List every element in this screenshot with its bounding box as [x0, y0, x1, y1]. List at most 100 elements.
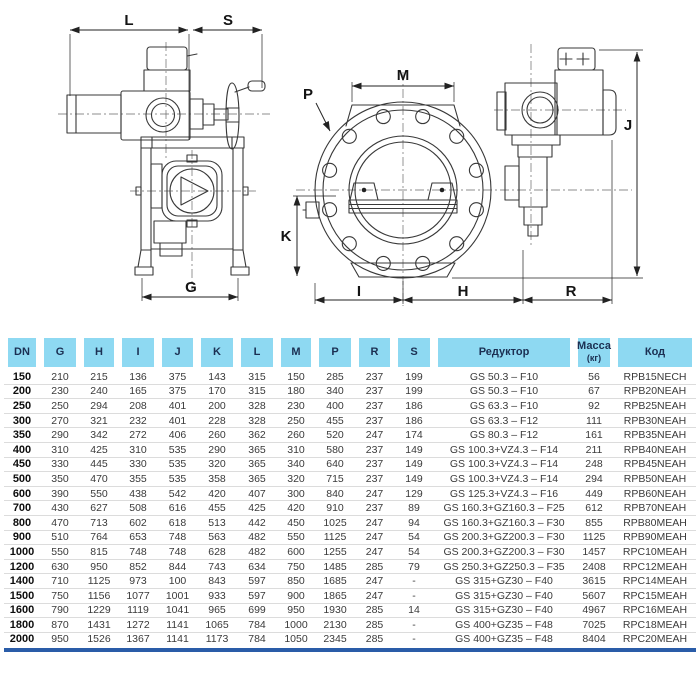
cell-i: 272 [118, 427, 158, 443]
cell-l: 365 [237, 471, 277, 487]
cell-s: 79 [394, 559, 434, 575]
cell-s: 174 [394, 427, 434, 443]
cell-k: 290 [197, 442, 237, 458]
cell-mass: 67 [574, 384, 614, 400]
cell-reducer: GS 200.3+GZ200.3 – F30 [434, 544, 574, 560]
cell-mass: 211 [574, 442, 614, 458]
cell-l: 365 [237, 457, 277, 473]
cell-g: 750 [40, 588, 80, 604]
cell-code: RPB60NEAH [614, 486, 696, 502]
cell-h: 713 [80, 515, 118, 531]
cell-k: 965 [197, 603, 237, 619]
cell-h: 627 [80, 500, 118, 516]
cell-reducer: GS 100.3+VZ4.3 – F14 [434, 442, 574, 458]
cell-g: 330 [40, 457, 80, 473]
cell-i: 602 [118, 515, 158, 531]
cell-l: 784 [248, 633, 266, 646]
cell-s: 129 [394, 486, 434, 502]
cell-i: 232 [118, 413, 158, 429]
cell-reducer: GS 63.3 – F10 [434, 398, 574, 414]
cell-r: 247 [355, 588, 394, 604]
cell-reducer: GS 100.3+VZ4.3 – F14 [434, 457, 574, 473]
cell-m: 250 [277, 413, 315, 429]
cell-reducer: GS 315+GZ30 – F40 [434, 603, 574, 619]
dim-label-s: S [223, 12, 233, 29]
cell-mass: 1125 [574, 530, 614, 546]
cell-g: 310 [40, 442, 80, 458]
col-header-mass: Масса(кг) [574, 338, 614, 367]
cell-code: RPC15MEAH [614, 588, 696, 604]
dim-label-k: K [281, 228, 292, 245]
cell-g: 250 [40, 398, 80, 414]
cell-j: 401 [158, 398, 197, 414]
cell-reducer: GS 50.3 – F10 [434, 384, 574, 400]
cell-l: 699 [237, 603, 277, 619]
cell-mass: 7025 [574, 617, 614, 633]
cell-mass: 92 [574, 398, 614, 414]
cell-l: 482 [237, 530, 277, 546]
cell-r: 247 [355, 486, 394, 502]
cell-mass: 111 [574, 413, 614, 429]
cell-l: 597 [237, 573, 277, 589]
cell-dn: 1200 [4, 559, 40, 575]
cell-mass: 248 [574, 457, 614, 473]
cell-s: - [394, 573, 434, 589]
cell-s: 54 [394, 544, 434, 560]
cell-i: 852 [118, 559, 158, 575]
cell-s: - [394, 617, 434, 633]
cell-m: 150 [277, 367, 315, 385]
cell-i: 355 [118, 471, 158, 487]
dim-label-l: L [124, 12, 133, 29]
cell-s: 149 [394, 471, 434, 487]
cell-s: - [394, 588, 434, 604]
cell-i: 973 [118, 573, 158, 589]
cell-reducer: GS 250.3+GZ250.3 – F35 [434, 559, 574, 575]
cell-p: 910 [315, 500, 355, 516]
cell-dn: 1800 [4, 617, 40, 633]
cell-mass: 56 [574, 367, 614, 385]
dim-label-j: J [624, 117, 632, 134]
cell-k: 843 [197, 573, 237, 589]
cell-m: 950 [277, 603, 315, 619]
cell-r: 285 [355, 603, 394, 619]
col-header-m: M [277, 338, 315, 367]
cell-i: 1119 [118, 603, 158, 619]
cell-g: 790 [40, 603, 80, 619]
cell-s: 149 [394, 442, 434, 458]
cell-code: RPB45NEAH [614, 457, 696, 473]
front-view-drawing [302, 47, 617, 279]
cell-k: 143 [197, 367, 237, 385]
cell-g: 210 [40, 367, 80, 385]
cell-dn: 1500 [4, 588, 40, 604]
cell-reducer: GS 160.3+GZ160.3 – F30 [434, 515, 574, 531]
cell-k: 260 [197, 427, 237, 443]
cell-p: 840 [315, 486, 355, 502]
cell-mass: 8404 [582, 633, 606, 646]
cell-j: 748 [158, 544, 197, 560]
cell-i: 1272 [118, 617, 158, 633]
cell-k: 200 [197, 398, 237, 414]
cell-s: 199 [394, 367, 434, 385]
cell-g: 510 [40, 530, 80, 546]
cell-reducer: GS 50.3 – F10 [434, 367, 574, 385]
cell-mass: 294 [574, 471, 614, 487]
cell-h: 815 [80, 544, 118, 560]
cell-h: 1526 [87, 633, 111, 646]
cell-g: 390 [40, 486, 80, 502]
cell-h: 425 [80, 442, 118, 458]
table-bottom-rule [4, 648, 696, 653]
cell-mass: 855 [574, 515, 614, 531]
cell-r: 237 [355, 398, 394, 414]
cell-m: 340 [277, 457, 315, 473]
cell-h: 1125 [80, 573, 118, 589]
dim-label-m: M [397, 67, 410, 84]
technical-drawing: L S G M P K I H R J [58, 12, 643, 306]
cell-k: 513 [197, 515, 237, 531]
